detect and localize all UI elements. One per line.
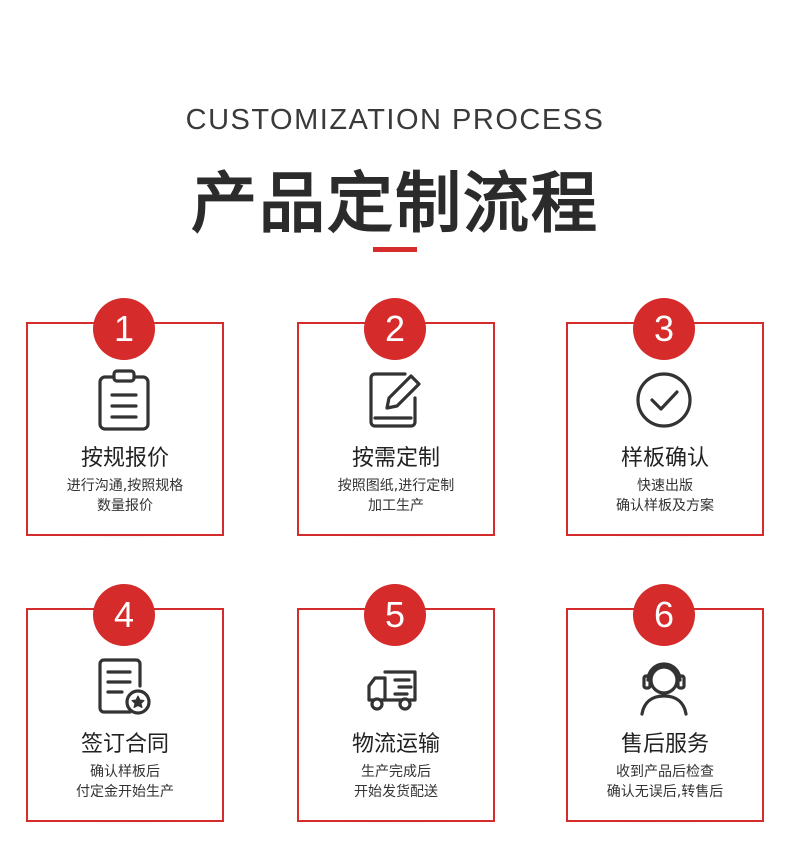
step-description: 快速出版 确认样板及方案: [566, 476, 764, 516]
step-description-line: 按照图纸,进行定制: [337, 478, 455, 494]
step-description: 生产完成后 开始发货配送: [297, 762, 495, 802]
step-description: 按照图纸,进行定制 加工生产: [297, 476, 495, 516]
step-number-badge: 2: [364, 298, 426, 360]
page-title: 产品定制流程: [191, 165, 599, 242]
step-description-line: 进行沟通,按照规格: [66, 478, 184, 494]
step-number-badge: 5: [364, 584, 426, 646]
step-card-3: 3 样板确认 快速出版 确认样板及方案: [566, 298, 764, 538]
step-card-1: 1 按规报价 进行沟通,按照规格 数量报价: [26, 298, 224, 538]
step-description-line: 开始发货配送: [354, 784, 438, 800]
step-title: 按规报价: [80, 446, 169, 471]
step-description-line: 收到产品后检查: [616, 764, 714, 780]
truck-icon: [365, 654, 425, 718]
step-title: 样板确认: [620, 446, 709, 471]
step-description-line: 生产完成后: [361, 764, 431, 780]
contract-icon: [94, 654, 154, 718]
step-card-6: 6 售后服务 收到产品后检查 确认无误后,转售后: [566, 584, 764, 824]
step-description-line: 确认无误后,转售后: [606, 784, 724, 800]
check-circle-icon: [634, 368, 694, 432]
step-card-2: 2 按需定制 按照图纸,进行定制 加工生产: [297, 298, 495, 538]
card-frame: [566, 608, 764, 822]
step-title: 物流运输: [351, 732, 440, 757]
step-card-5: 5 物流运输 生产完成后 开始发货配送: [297, 584, 495, 824]
headset-icon: [634, 654, 694, 718]
step-title: 按需定制: [351, 446, 440, 471]
step-description: 进行沟通,按照规格 数量报价: [26, 476, 224, 516]
step-number-badge: 6: [633, 584, 695, 646]
step-description: 确认样板后 付定金开始生产: [26, 762, 224, 802]
step-description-line: 确认样板后: [90, 764, 160, 780]
clipboard-icon: [94, 368, 154, 432]
title-underline: [373, 247, 417, 252]
step-description-line: 加工生产: [368, 498, 424, 514]
step-title: 签订合同: [80, 732, 169, 757]
step-description-line: 付定金开始生产: [76, 784, 174, 800]
edit-document-icon: [365, 368, 425, 432]
step-number-badge: 3: [633, 298, 695, 360]
step-description: 收到产品后检查 确认无误后,转售后: [566, 762, 764, 802]
step-title: 售后服务: [620, 732, 709, 757]
step-number-badge: 1: [93, 298, 155, 360]
step-description-line: 确认样板及方案: [616, 498, 714, 514]
step-card-4: 4 签订合同 确认样板后 付定金开始生产: [26, 584, 224, 824]
step-description-line: 数量报价: [97, 498, 153, 514]
step-description-line: 快速出版: [637, 478, 693, 494]
step-number-badge: 4: [93, 584, 155, 646]
english-subtitle: CUSTOMIZATION PROCESS: [185, 104, 605, 136]
